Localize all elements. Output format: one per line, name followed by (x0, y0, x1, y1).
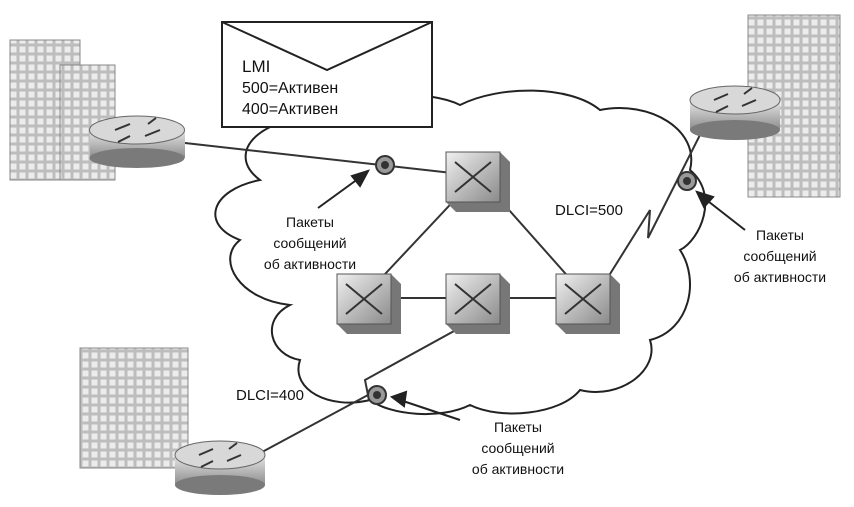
keepalive-label-right-line3: об активности (734, 269, 826, 285)
dlci-500-label: DLCI=500 (555, 202, 623, 219)
switch-icon-left (336, 273, 401, 334)
keepalive-label-bottom-line3: об активности (472, 461, 564, 477)
lmi-title: LMI (242, 57, 270, 76)
keepalive-label-left-line1: Пакеты (286, 214, 334, 230)
keepalive-packet-icon-bottom (367, 385, 387, 405)
pointer-arrows (317, 169, 746, 421)
switch-icon-middle (445, 273, 510, 334)
lmi-envelope (221, 21, 433, 128)
lmi-status-500: 500=Активен (242, 80, 338, 97)
keepalive-label-bottom-line2: сообщений (481, 440, 554, 456)
router-icon-bottom (174, 440, 266, 495)
keepalive-label-bottom-line1: Пакеты (494, 419, 542, 435)
router-icon-left (89, 115, 185, 168)
keepalive-label-left-line3: об активности (264, 256, 356, 272)
keepalive-label-right-line1: Пакеты (756, 227, 804, 243)
network-cloud (214, 89, 707, 415)
keepalive-label-right: Пакеты сообщений об активности (734, 227, 826, 285)
dlci-400-label: DLCI=400 (236, 387, 304, 404)
keepalive-packet-icon-left (375, 155, 395, 175)
switch-icon-top (445, 151, 510, 212)
keepalive-label-left-line2: сообщений (273, 235, 346, 251)
lmi-status-400: 400=Активен (242, 101, 338, 118)
keepalive-label-bottom: Пакеты сообщений об активности (472, 419, 564, 477)
router-icon-right (689, 85, 781, 140)
switch-icon-right (555, 273, 620, 334)
keepalive-label-left: Пакеты сообщений об активности (264, 214, 356, 272)
keepalive-label-right-line2: сообщений (743, 248, 816, 264)
keepalive-packet-icon-right (677, 171, 697, 191)
building-icon-bottom-left (79, 347, 189, 469)
